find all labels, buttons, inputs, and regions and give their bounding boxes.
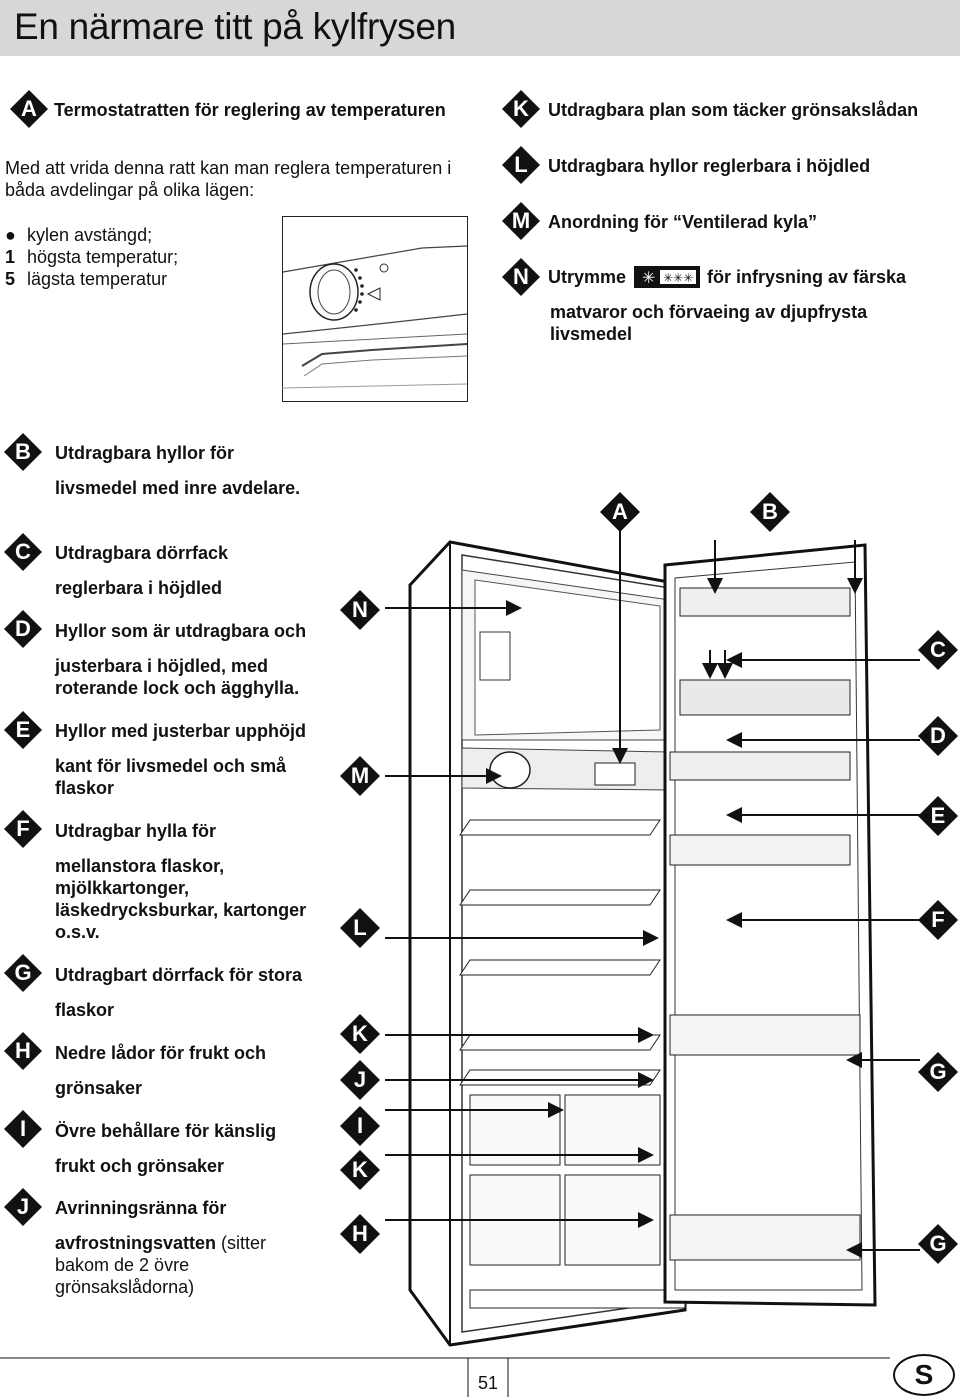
item-l-text: Utdragbara hyllor reglerbara i höjdled (548, 156, 871, 176)
diagram-label-j: J (340, 1060, 380, 1100)
item-j-line4: grönsakslådorna) (55, 1277, 195, 1297)
item-d-line1: Hyllor som är utdragbara och (55, 621, 307, 641)
item-e-line2: kant för livsmedel och små (55, 756, 287, 776)
diagram-label-c: C (918, 630, 958, 670)
diagram-label-a: A (600, 492, 640, 532)
diagram-label-l: L (340, 908, 380, 948)
country-badge: S (893, 1354, 955, 1396)
fridge-diagram (408, 540, 877, 1347)
svg-text:✳: ✳ (642, 268, 655, 287)
item-i-line1: Övre behållare för känslig (55, 1121, 277, 1141)
thermostat-heading: Termostatratten för reglering av tempera… (54, 100, 446, 120)
item-n-before: Utrymme (548, 267, 627, 287)
label-diamond-j: J (4, 1188, 42, 1226)
item-d-line2: justerbara i höjdled, med (55, 656, 269, 676)
label-diamond-g: G (4, 954, 42, 992)
page-number: 51 (478, 1373, 499, 1393)
label-diamond-m: M (502, 202, 540, 240)
item-n-line2: matvaror och förvaeing av djupfrysta (550, 302, 868, 322)
item-f-line1: Utdragbar hylla för (55, 821, 217, 841)
legend-text-5: lägsta temperatur (27, 269, 168, 289)
diagram-label-n: N (340, 590, 380, 630)
legend-row-off: ● kylen avstängd; (5, 224, 152, 246)
diagram-label-m: M (340, 756, 380, 796)
legend-key-1: 1 (5, 247, 16, 267)
diagram-label-d: D (918, 716, 958, 756)
footer-lines (0, 1357, 890, 1397)
diagram-label-g-lower: G (918, 1224, 958, 1264)
label-diamond-d: D (4, 610, 42, 648)
legend-key-5: 5 (5, 269, 16, 289)
thermostat-intro-1: Med att vrida denna ratt kan man reglera… (5, 158, 452, 178)
diagram-label-h: H (340, 1214, 380, 1254)
item-g-line2: flaskor (55, 1000, 115, 1020)
legend-text-1: högsta temperatur; (27, 247, 179, 267)
label-diamond-n: N (502, 258, 540, 296)
item-m-text: Anordning för “Ventilerad kyla” (548, 212, 818, 232)
diagram-label-k-upper: K (340, 1014, 380, 1054)
item-j-line3: bakom de 2 övre (55, 1255, 190, 1275)
diagram-label-f: F (918, 900, 958, 940)
item-f-line2: mellanstora flaskor, (55, 856, 225, 876)
item-c-line1: Utdragbara dörrfack (55, 543, 229, 563)
label-diamond-f: F (4, 810, 42, 848)
item-f-line3: mjölkkartonger, (55, 878, 190, 898)
label-diamond-a: A (10, 90, 48, 128)
item-i-line2: frukt och grönsaker (55, 1156, 225, 1176)
label-diamond-h: H (4, 1032, 42, 1070)
item-f-line5: o.s.v. (55, 922, 100, 942)
thermostat-illustration (282, 216, 468, 402)
thermostat-intro-2: båda avdelingar på olika lägen: (5, 180, 255, 200)
item-j-line1: Avrinningsränna för (55, 1198, 227, 1218)
label-diamond-c: C (4, 533, 42, 571)
item-h-line1: Nedre lådor för frukt och (55, 1043, 267, 1063)
diagram-label-b: B (750, 492, 790, 532)
legend-text-off: kylen avstängd; (27, 225, 153, 245)
diagram-label-k-lower: K (340, 1150, 380, 1190)
legend-key-dot: ● (5, 225, 16, 245)
label-diamond-b: B (4, 433, 42, 471)
label-diamond-i: I (4, 1110, 42, 1148)
callout-arrows (385, 530, 920, 1258)
item-e-line3: flaskor (55, 778, 115, 798)
item-h-line2: grönsaker (55, 1078, 143, 1098)
diagram-label-i: I (340, 1106, 380, 1146)
item-e-line1: Hyllor med justerbar upphöjd (55, 721, 307, 741)
item-j-line2: avfrostningsvatten (sitter (55, 1233, 267, 1253)
item-d-line3: roterande lock och ägghylla. (55, 678, 300, 698)
title-bar (0, 0, 960, 56)
legend-row-1: 1 högsta temperatur; (5, 246, 178, 268)
freezer-star-icon: ✳ ✳✳✳ (634, 266, 700, 288)
item-b-line2: livsmedel med inre avdelare. (55, 478, 301, 498)
item-n-line3: livsmedel (550, 324, 633, 344)
label-diamond-e: E (4, 711, 42, 749)
item-f-line4: läskedrycksburkar, kartonger (55, 900, 307, 920)
svg-text:✳✳✳: ✳✳✳ (663, 271, 693, 285)
item-n-after: för infrysning av färska (707, 267, 907, 287)
diagram-label-g-upper: G (918, 1052, 958, 1092)
item-k-text: Utdragbara plan som täcker grönsakslådan (548, 100, 919, 120)
item-b-line1: Utdragbara hyllor för (55, 443, 235, 463)
legend-row-5: 5 lägsta temperatur (5, 268, 167, 290)
page-title: En närmare titt på kylfrysen (14, 6, 456, 47)
diagram-label-e: E (918, 796, 958, 836)
item-g-line1: Utdragbart dörrfack för stora (55, 965, 303, 985)
label-diamond-l: L (502, 146, 540, 184)
label-diamond-k: K (502, 90, 540, 128)
item-c-line2: reglerbara i höjdled (55, 578, 223, 598)
